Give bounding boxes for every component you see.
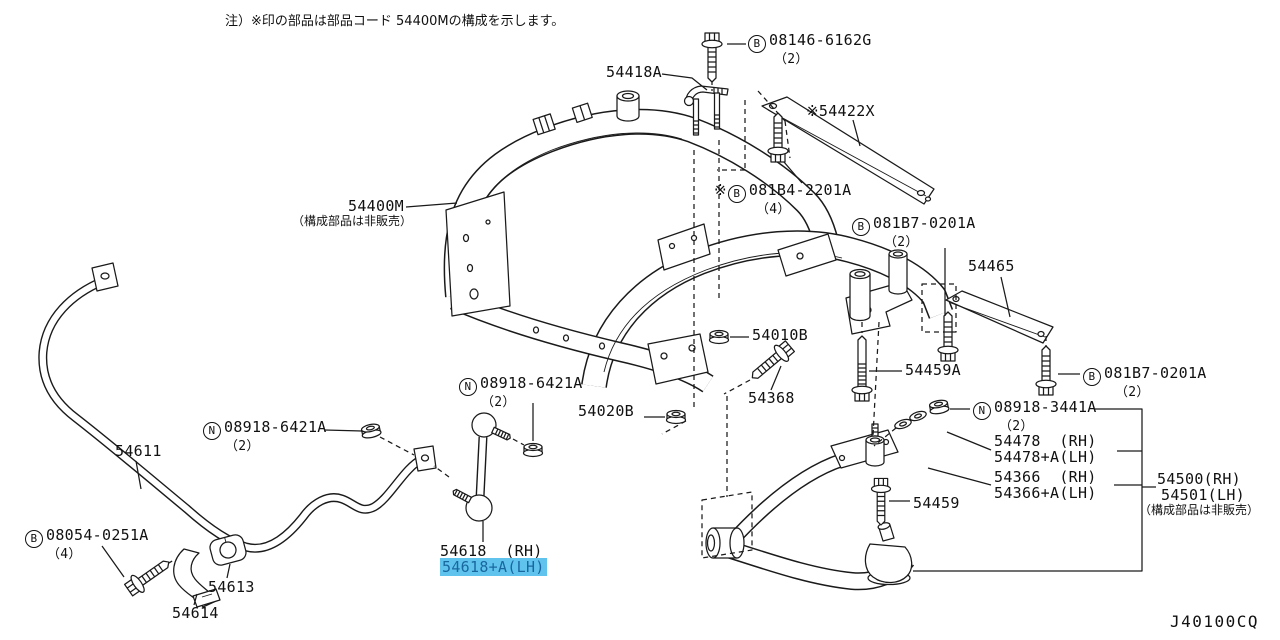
label-54618-lh-highlighted: 54618+A(LH)	[440, 557, 547, 576]
diagram-note: 注）※印の部品は部品コード 54400Mの構成を示します。	[225, 14, 565, 29]
subframe-drawing	[443, 90, 954, 393]
bolt-08146-icon	[701, 32, 723, 83]
label-54366[interactable]: 54366 (RH) 54366+A(LH)	[994, 468, 1097, 502]
kumi-mark: ※	[714, 181, 727, 199]
stud-54418a-icon	[713, 92, 721, 130]
stabilizer-bar-drawing	[38, 262, 437, 553]
drawing-number: J40100CQ	[1170, 612, 1260, 631]
washer-icon	[893, 416, 913, 432]
prefix-n-icon: N	[459, 378, 477, 396]
label-54614[interactable]: 54614	[172, 604, 219, 622]
prefix-n-icon: N	[203, 422, 221, 440]
nut-54010b-icon	[708, 329, 730, 345]
bar-54422x-drawing	[761, 96, 935, 205]
nut-08918-6421a-icon	[359, 422, 383, 440]
label-54010b[interactable]: 54010B	[752, 326, 808, 344]
clamp-bushing-drawing	[173, 534, 247, 608]
label-54459a[interactable]: 54459A	[905, 361, 961, 379]
stud-54418a-icon	[692, 98, 700, 136]
prefix-n-icon: N	[973, 402, 991, 420]
label-54478[interactable]: 54478 (RH) 54478+A(LH)	[994, 432, 1097, 466]
prefix-b-icon: B	[1083, 368, 1101, 386]
prefix-b-icon: B	[727, 185, 746, 203]
bolt-54459-icon	[870, 477, 892, 526]
label-54618[interactable]: 54618 (RH) 54618+A(LH)	[440, 542, 547, 576]
nut-08918-6421a-icon	[522, 442, 544, 458]
label-54613[interactable]: 54613	[208, 578, 255, 596]
bar-54465-drawing	[945, 290, 1054, 344]
link-stud-icon	[451, 487, 473, 504]
label-54465[interactable]: 54465	[968, 257, 1015, 275]
label-54400m[interactable]: 54400M （構成部品は非販売）	[292, 197, 413, 228]
label-54500-54501[interactable]: 54500(RH) 54501(LH) （構成部品は非販売）	[1139, 470, 1260, 517]
washer-icon	[908, 408, 928, 424]
leader-lines	[101, 43, 1156, 606]
bolt-54368-icon	[745, 337, 797, 386]
stabilizer-link-drawing	[465, 412, 497, 522]
bolt-54459a-icon	[851, 335, 873, 402]
prefix-b-icon: B	[852, 218, 870, 236]
link-stud-icon	[491, 426, 513, 442]
label-54422x[interactable]: ※54422X	[806, 102, 875, 120]
prefix-b-icon: B	[748, 35, 766, 53]
label-54459[interactable]: 54459	[913, 494, 960, 512]
bolt-081b7-top-icon	[937, 311, 959, 362]
nut-54020b-icon	[665, 409, 687, 425]
nut-08918-3441a-icon	[927, 398, 951, 416]
control-arm-drawing	[705, 423, 915, 591]
label-54418a[interactable]: 54418A	[606, 63, 662, 81]
label-54020b[interactable]: 54020B	[578, 402, 634, 420]
label-54368[interactable]: 54368	[748, 389, 795, 407]
label-54611[interactable]: 54611	[115, 442, 162, 460]
bolt-081b7-right-icon	[1035, 345, 1057, 396]
prefix-b-icon: B	[25, 530, 43, 548]
